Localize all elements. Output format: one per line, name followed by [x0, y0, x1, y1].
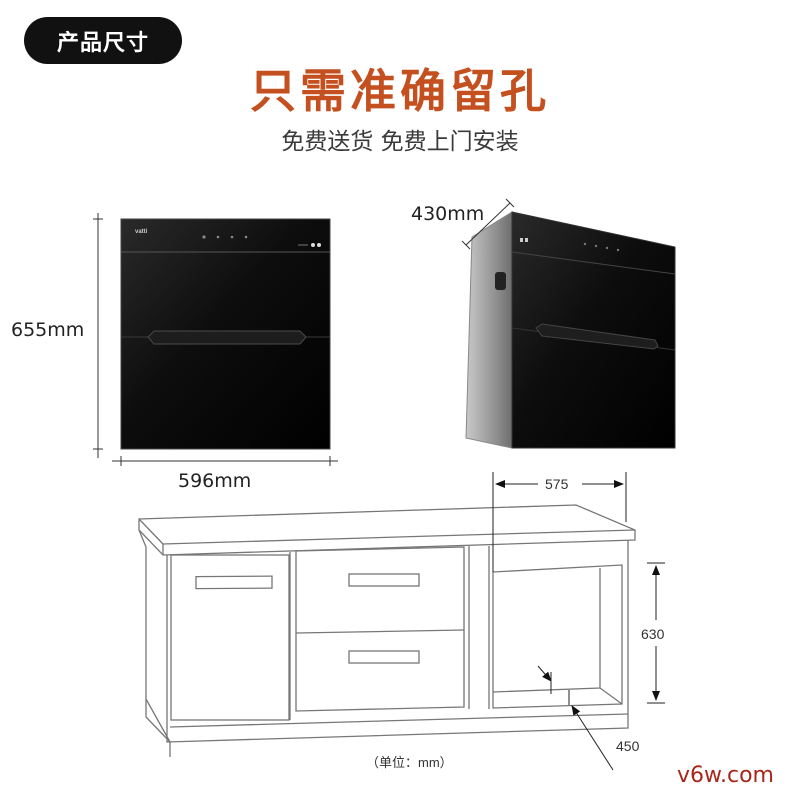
depth-label: 430mm: [411, 203, 485, 225]
depth-dimension-line: [461, 198, 515, 250]
watermark: v6w.com: [677, 763, 774, 788]
front-view-product: [120, 218, 331, 450]
cutout-depth-dimension: [537, 665, 614, 771]
height-dimension-line: [93, 213, 103, 458]
unit-note: （单位：mm）: [366, 755, 453, 770]
height-label: 655mm: [11, 319, 85, 341]
cutout-width-dimension: [492, 472, 627, 572]
width-dimension-line: [112, 456, 338, 466]
cutout-depth-label: 450: [616, 738, 640, 754]
width-label: 596mm: [178, 470, 252, 492]
brand-logo: vatti: [135, 229, 148, 235]
cutout-height-label: 630: [641, 626, 665, 642]
cutout-width-label: 575: [545, 476, 569, 492]
product-size-badge: 产品尺寸: [24, 17, 182, 64]
perspective-view-product: [465, 211, 676, 449]
page-title: 只需准确留孔: [250, 64, 550, 118]
cutout-height-dimension: [647, 562, 665, 704]
cabinet-drawing: [138, 504, 636, 757]
page-subtitle: 免费送货 免费上门安装: [281, 129, 519, 155]
